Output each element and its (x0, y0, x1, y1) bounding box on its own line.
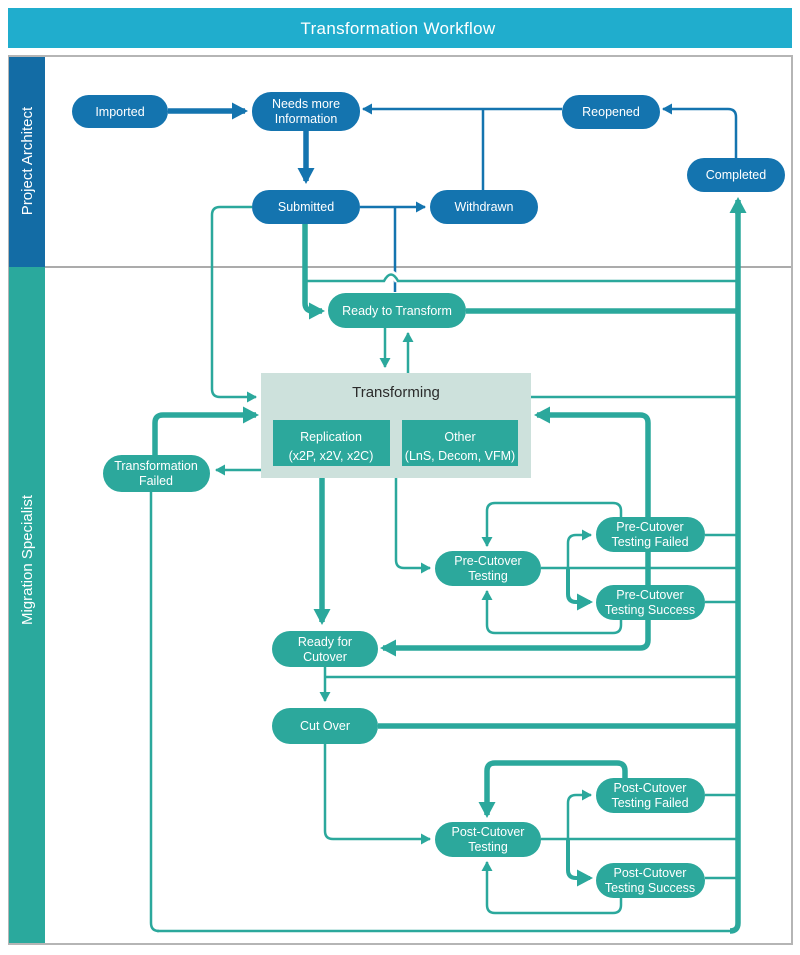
svg-text:Testing Failed: Testing Failed (611, 535, 688, 549)
node-submitted: Submitted (252, 190, 360, 224)
connector-pre-cutover-testing-to-failed (566, 529, 592, 568)
connector-completed-to-reopened (662, 103, 738, 158)
connector-other-to-pre-cutover-testing (394, 478, 431, 574)
connector-post-cutover-testing-to-success (566, 839, 593, 887)
node-cut-over: Cut Over (272, 708, 378, 744)
svg-text:Completed: Completed (706, 168, 766, 182)
svg-text:Cut Over: Cut Over (300, 719, 350, 733)
node-transforming-other: Other (LnS, Decom, VFM) (402, 420, 518, 466)
node-pre-cutover-testing-failed: Pre-Cutover Testing Failed (596, 517, 705, 552)
connector-transformation-failed-to-transforming (152, 406, 259, 455)
svg-text:Needs more: Needs more (272, 97, 340, 111)
svg-text:Failed: Failed (139, 474, 173, 488)
connector-right-trunk (729, 205, 741, 934)
connector-pre-success-loop (481, 590, 623, 635)
node-post-cutover-testing: Post-Cutover Testing (435, 822, 541, 857)
node-transformation-failed: Transformation Failed (103, 455, 210, 492)
node-transforming: Transforming Replication (x2P, x2V, x2C)… (261, 373, 531, 478)
svg-text:Testing: Testing (468, 840, 508, 854)
node-needs-more-information: Needs more Information (252, 92, 360, 131)
connector-post-success-loop (481, 861, 623, 915)
svg-text:Testing: Testing (468, 569, 508, 583)
connector-submitted-to-ready-to-transform-teal (302, 224, 325, 320)
svg-text:(LnS, Decom, VFM): (LnS, Decom, VFM) (405, 449, 515, 463)
node-completed: Completed (687, 158, 785, 192)
lane-label-migration-specialist: Migration Specialist (19, 494, 36, 625)
svg-text:Post-Cutover: Post-Cutover (614, 866, 687, 880)
connector-pre-failed-retry-loop (481, 501, 623, 547)
lane-label-project-architect: Project Architect (19, 106, 36, 215)
connector-pre-cutover-testing-to-success (566, 568, 593, 611)
svg-text:Pre-Cutover: Pre-Cutover (616, 588, 683, 602)
svg-text:Ready to Transform: Ready to Transform (342, 304, 452, 318)
svg-text:Imported: Imported (95, 105, 144, 119)
connector-cut-over-to-post-cutover-testing (323, 744, 431, 845)
connector-submitted-to-transforming (210, 205, 257, 403)
node-pre-cutover-testing-success: Pre-Cutover Testing Success (596, 585, 705, 620)
svg-text:Post-Cutover: Post-Cutover (452, 825, 525, 839)
lane-project-architect (9, 57, 45, 267)
svg-text:Pre-Cutover: Pre-Cutover (454, 554, 521, 568)
svg-text:Information: Information (275, 112, 338, 126)
svg-text:(x2P, x2V, x2C): (x2P, x2V, x2C) (289, 449, 374, 463)
node-post-cutover-testing-failed: Post-Cutover Testing Failed (596, 778, 705, 813)
svg-text:Withdrawn: Withdrawn (454, 200, 513, 214)
node-withdrawn: Withdrawn (430, 190, 538, 224)
svg-text:Transformation: Transformation (114, 459, 198, 473)
connector-pre-success-to-ready-for-cutover (380, 568, 651, 657)
page-title: Transformation Workflow (301, 19, 496, 38)
svg-text:Ready for: Ready for (298, 635, 352, 649)
svg-text:Testing Success: Testing Success (605, 603, 695, 617)
node-transforming-replication: Replication (x2P, x2V, x2C) (273, 420, 390, 466)
node-ready-to-transform: Ready to Transform (328, 293, 466, 328)
svg-text:Testing Success: Testing Success (605, 881, 695, 895)
connector-post-failed-retry-loop (478, 760, 628, 818)
node-imported: Imported (72, 95, 168, 128)
svg-text:Testing Failed: Testing Failed (611, 796, 688, 810)
svg-text:Cutover: Cutover (303, 650, 347, 664)
svg-text:Post-Cutover: Post-Cutover (614, 781, 687, 795)
node-pre-cutover-testing: Pre-Cutover Testing (435, 551, 541, 586)
connector-submitted-branch-to-trunk (305, 273, 736, 283)
svg-text:Other: Other (444, 430, 475, 444)
node-ready-for-cutover: Ready for Cutover (272, 631, 378, 667)
transforming-title: Transforming (352, 384, 440, 401)
node-post-cutover-testing-success: Post-Cutover Testing Success (596, 863, 705, 898)
svg-text:Submitted: Submitted (278, 200, 334, 214)
lane-migration-specialist (9, 267, 45, 943)
svg-text:Replication: Replication (300, 430, 362, 444)
title-bar (8, 8, 792, 48)
connector-post-cutover-testing-to-failed (566, 789, 592, 839)
node-reopened: Reopened (562, 95, 660, 129)
svg-text:Pre-Cutover: Pre-Cutover (616, 520, 683, 534)
connector-retry-to-transforming (534, 406, 651, 568)
svg-text:Reopened: Reopened (582, 105, 640, 119)
